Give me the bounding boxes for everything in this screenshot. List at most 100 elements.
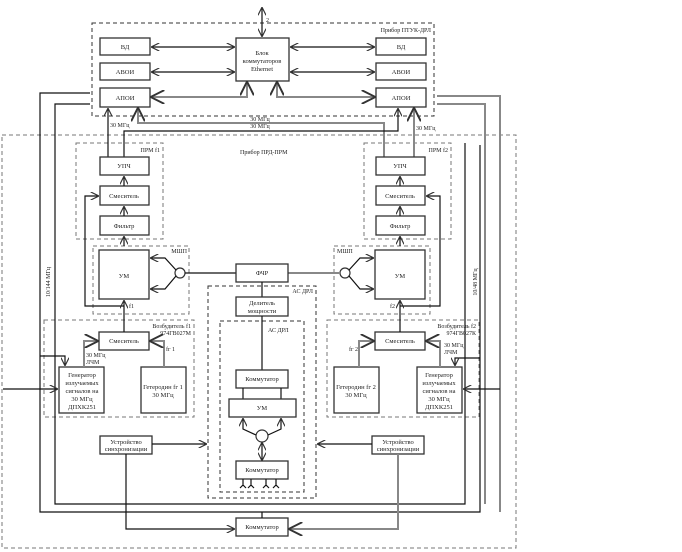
group-as-drl-outer-label: АС ДРЛ [292,289,313,295]
fg2-label: fг 2 [349,346,358,353]
svg-text:УМ: УМ [395,273,406,280]
exciter-f1-label-1: Возбудитель f1 [152,323,191,330]
svg-text:АВОИ: АВОИ [392,69,411,76]
svg-text:УПЧ: УПЧ [393,163,407,170]
circulator-right-out [348,258,373,271]
group-prm-f2-label: ПРМ f2 [428,147,448,154]
group-mshp-right-label: МШП [337,249,353,255]
svg-text:Генератор: Генератор [425,372,453,379]
apoi-right-block: АПОИ [375,87,427,108]
freq-label-mid-2: 30 МГц [250,124,270,130]
svg-text:Коммутатор: Коммутатор [245,524,279,531]
link-gen-mixer-left [83,341,97,367]
group-exciter-f1 [43,319,195,418]
link-lo-mixer-left [84,196,124,307]
bottom-commutator-block: Коммутатор [235,517,289,537]
svg-text:Фильтр: Фильтр [390,223,411,230]
lchm-right-2: ЛЧМ [444,350,458,356]
f2-label: f2 [390,303,395,310]
svg-text:30 МГц: 30 МГц [428,396,450,403]
antenna-circ-to-um [243,419,257,436]
svg-text:ВД: ВД [121,44,130,51]
svg-text:излучаемых: излучаемых [422,380,456,387]
lchm-left-2: ЛЧМ [86,360,100,366]
mixer-right-block: Смеситель [375,185,426,206]
svg-text:УПЧ: УПЧ [117,163,131,170]
svg-text:Смеситель: Смеситель [385,193,415,200]
antenna-commutator-bottom-block: Коммутатор [235,460,289,480]
sync-left-block: Устройство синхронизации [99,435,153,455]
filter-right-block: Фильтр [375,215,426,236]
generator-right-block: Генератор излучаемых сигналов на 30 МГц … [416,366,463,414]
exciter-mixer-left-block: Смеситель [98,331,150,351]
link-lo-mixer-exc-right [358,341,373,367]
bus-right-freq: 10/48 МГц [473,268,479,296]
lchm-left-1: 30 МГц [86,353,106,359]
svg-text:УМ: УМ [257,405,268,412]
group-prm-f1 [75,142,164,240]
bus-line-right-outer [437,95,501,512]
group-as-drl-inner-label: АС ДРЛ [268,328,289,334]
fg1-label: fг 1 [166,346,175,353]
svg-text:ВД: ВД [397,44,406,51]
group-exciter-f2 [326,319,480,418]
svg-text:ДПХК251: ДПХК251 [425,404,453,411]
svg-text:коммутаторов: коммутаторов [243,58,282,65]
svg-text:АПОИ: АПОИ [392,95,411,102]
svg-text:синхронизации: синхронизации [377,446,420,453]
vd-left-block: ВД [99,37,151,56]
freq-label-left: 30 МГц [110,123,130,129]
link-gen-mixer-right [427,341,441,367]
svg-text:ФЧР: ФЧР [256,270,269,277]
exciter-mixer-right-block: Смеситель [374,331,426,351]
svg-text:Смеситель: Смеситель [109,338,139,345]
antenna-circulator-icon [255,429,269,443]
fchr-block: ФЧР [235,263,289,283]
svg-text:Ethernet: Ethernet [251,66,273,73]
mixer-left-block: Смеситель [99,185,150,206]
svg-text:Делитель: Делитель [249,300,275,307]
ethernet-switch-block: Блок коммутаторов Ethernet [235,37,290,82]
circulator-right-in [348,275,373,289]
svg-text:Смеситель: Смеситель [385,338,415,345]
generator-left-block: Генератор излучаемых сигналов на 30 МГц … [58,366,105,414]
freq-label-mid-1: 30 МГц [250,117,270,123]
upch-right-block: УПЧ [375,156,426,176]
svg-text:излучаемых: излучаемых [65,380,99,387]
link-upch-right-apoi-left [138,109,385,157]
link-upch-left-apoi-right [123,109,398,157]
svg-text:Гетеродин fг 2: Гетеродин fг 2 [336,384,376,391]
exciter-f2-label-2: 974ГВ027К [447,331,477,337]
link-sync-right-commutator [290,454,399,529]
svg-text:30 МГц: 30 МГц [345,392,367,399]
link-sync-left-commutator [125,454,234,529]
svg-text:сигналов на: сигналов на [422,388,455,395]
antenna-um-to-circ [267,419,281,436]
group-prm-f1-label: ПРМ f1 [140,147,160,154]
antenna-um-block: УМ [228,398,297,418]
svg-text:Генератор: Генератор [68,372,96,379]
svg-text:30 МГц: 30 МГц [71,396,93,403]
link-lo-mixer-right [400,196,441,307]
svg-text:сигналов на: сигналов на [65,388,98,395]
heterodyne-left-block: Гетеродин fг 1 30 МГц [140,366,187,414]
um-left-block: УМ [98,249,150,300]
exciter-f2-label-1: Возбудитель f2 [437,323,476,330]
svg-text:АВОИ: АВОИ [116,69,135,76]
filter-left-block: Фильтр [99,215,150,236]
svg-text:мощности: мощности [248,308,277,315]
link-lo-mixer-exc-left [151,341,165,367]
group-prm-f2 [363,142,452,240]
bus-in-gen-left-a [40,355,65,365]
exciter-f1-label-2: 974ГВ027М [160,331,191,337]
svg-text:Фильтр: Фильтр [114,223,135,230]
svg-text:Смеситель: Смеситель [109,193,139,200]
group-mshp-left-label: МШП [171,249,187,255]
svg-text:ДПХК251: ДПХК251 [68,404,96,411]
f1-label: f1 [129,303,134,310]
svg-text:Устройство: Устройство [110,439,142,446]
bus-line-right-inner [437,103,486,504]
group-mshp-right [333,245,431,315]
group-prd-prm [1,134,517,549]
